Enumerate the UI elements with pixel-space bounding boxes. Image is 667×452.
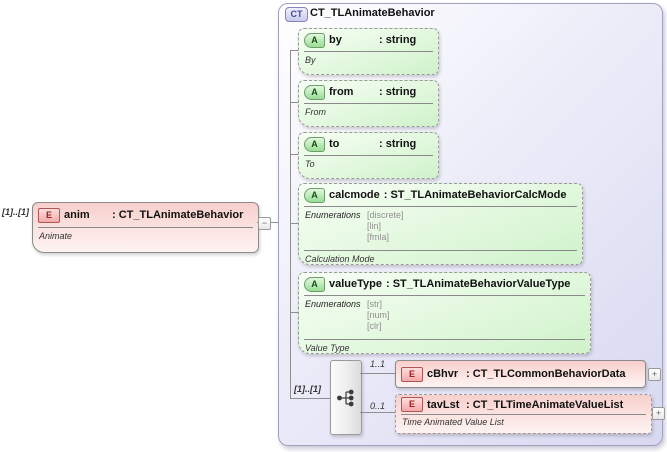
attribute-type: : ST_TLAnimateBehaviorCalcMode <box>383 189 567 201</box>
connector-stub <box>290 102 298 103</box>
enum-value: [discrete] <box>367 210 404 220</box>
element-annotation: Time Animated Value List <box>402 417 504 427</box>
attribute-annotation: By <box>305 55 316 65</box>
element-box-tavlst[interactable]: E tavLst : CT_TLTimeAnimateValueList Tim… <box>395 394 652 434</box>
attribute-name: valueType <box>329 278 382 290</box>
enum-value: [fmla] <box>367 232 390 242</box>
attribute-box-to[interactable]: A to : string To <box>298 132 439 179</box>
connector-elbow <box>290 398 330 399</box>
collapse-button[interactable]: − <box>258 217 271 230</box>
attribute-type: : string <box>379 86 417 98</box>
source-cardinality-label: [1]..[1] <box>2 207 29 217</box>
divider <box>38 227 253 228</box>
enumerations-section: Enumerations [str] [num] [clr] <box>299 296 590 339</box>
connector-spine <box>290 50 291 398</box>
attribute-type: : string <box>379 138 417 150</box>
attribute-box-calcmode[interactable]: A calcmode : ST_TLAnimateBehaviorCalcMod… <box>298 183 583 265</box>
enum-value: [str] <box>367 299 382 309</box>
divider <box>401 414 646 415</box>
connector-line <box>360 373 395 374</box>
attribute-badge-icon: A <box>304 276 325 292</box>
divider <box>304 295 585 296</box>
enumerations-label: Enumerations <box>305 210 361 220</box>
attribute-title-row: A to : string <box>299 133 438 155</box>
divider <box>304 103 433 104</box>
sequence-icon <box>337 389 354 406</box>
connector-stub <box>290 50 298 51</box>
expand-button[interactable]: + <box>648 368 661 381</box>
element-badge-icon: E <box>401 366 423 382</box>
attribute-badge-icon: A <box>304 32 325 48</box>
child-cardinality-label: 0..1 <box>370 401 386 411</box>
attribute-name: from <box>329 86 354 98</box>
element-name: tavLst <box>427 398 460 411</box>
complex-type-title: CT_TLAnimateBehavior <box>310 7 435 19</box>
enum-value: [clr] <box>367 321 382 331</box>
element-annotation: Animate <box>39 231 73 241</box>
connector-stub <box>290 312 298 313</box>
connector-line <box>360 412 395 413</box>
enum-value: [num] <box>367 310 390 320</box>
attribute-title-row: A from : string <box>299 81 438 103</box>
element-type: : CT_TLAnimateBehavior <box>112 209 244 221</box>
element-name: cBhvr <box>427 368 459 380</box>
attribute-badge-icon: A <box>304 187 325 203</box>
attribute-annotation: From <box>305 107 326 117</box>
attribute-title-row: A valueType : ST_TLAnimateBehaviorValueT… <box>299 273 590 295</box>
attribute-title-row: A by : string <box>299 29 438 51</box>
attribute-badge-icon: A <box>304 136 325 152</box>
connector-stub <box>290 223 298 224</box>
complex-type-badge-icon: CT <box>285 7 308 22</box>
divider <box>304 51 433 52</box>
attribute-box-from[interactable]: A from : string From <box>298 80 439 127</box>
attribute-name: calcmode <box>329 189 380 201</box>
element-title-row: E cBhvr : CT_TLCommonBehaviorData <box>396 362 645 386</box>
element-badge-icon: E <box>38 207 60 223</box>
element-title-row: E tavLst : CT_TLTimeAnimateValueList <box>396 395 651 414</box>
attribute-title-row: A calcmode : ST_TLAnimateBehaviorCalcMod… <box>299 184 582 206</box>
element-title-row: E anim : CT_TLAnimateBehavior <box>33 203 258 227</box>
child-cardinality-label: 1..1 <box>370 359 386 369</box>
divider <box>304 155 433 156</box>
element-type: : CT_TLCommonBehaviorData <box>466 368 626 380</box>
sequence-compositor[interactable] <box>330 360 362 435</box>
sequence-cardinality-label: [1]..[1] <box>294 384 321 394</box>
attribute-name: to <box>329 138 340 150</box>
enum-value: [lin] <box>367 221 382 231</box>
connector-stub <box>290 154 298 155</box>
attribute-type: : string <box>379 34 417 46</box>
divider <box>304 206 577 207</box>
element-name: anim <box>64 209 90 221</box>
attribute-badge-icon: A <box>304 84 325 100</box>
enumerations-section: Enumerations [discrete] [lin] [fmla] <box>299 207 582 250</box>
element-badge-icon: E <box>401 397 423 412</box>
divider <box>304 339 585 340</box>
divider <box>304 250 577 251</box>
expand-button[interactable]: + <box>652 407 665 420</box>
attribute-annotation: To <box>305 159 315 169</box>
attribute-box-valuetype[interactable]: A valueType : ST_TLAnimateBehaviorValueT… <box>298 272 591 354</box>
element-box-anim[interactable]: E anim : CT_TLAnimateBehavior Animate <box>32 202 259 253</box>
enumerations-label: Enumerations <box>305 299 361 309</box>
attribute-name: by <box>329 34 342 46</box>
attribute-box-by[interactable]: A by : string By <box>298 28 439 75</box>
element-box-cbhvr[interactable]: E cBhvr : CT_TLCommonBehaviorData <box>395 360 646 388</box>
attribute-annotation: Value Type <box>305 343 350 353</box>
element-type: : CT_TLTimeAnimateValueList <box>466 398 624 411</box>
attribute-annotation: Calculation Mode <box>305 254 375 264</box>
attribute-type: : ST_TLAnimateBehaviorValueType <box>386 278 571 290</box>
